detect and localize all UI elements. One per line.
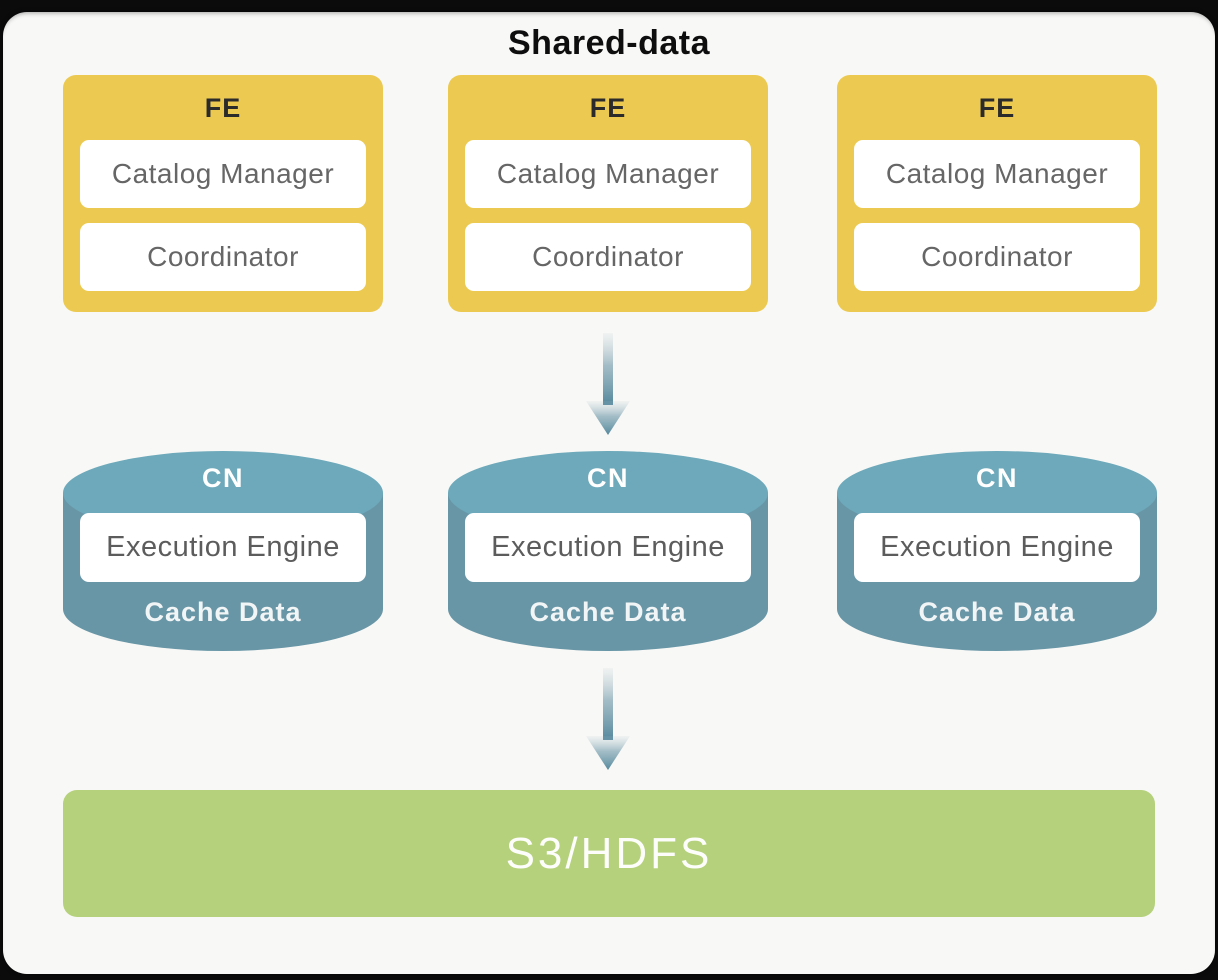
fe-node-label: FE [204, 93, 242, 123]
fe-node: FE Catalog Manager Coordinator [63, 75, 383, 312]
execution-engine-box: Execution Engine [465, 513, 751, 582]
cn-node: CN Execution Engine Cache Data [448, 451, 768, 651]
down-arrow-icon [584, 668, 632, 772]
catalog-manager-box: Catalog Manager [854, 140, 1140, 208]
fe-node: FE Catalog Manager Coordinator [837, 75, 1157, 312]
catalog-manager-box: Catalog Manager [80, 140, 366, 208]
cn-node: CN Execution Engine Cache Data [837, 451, 1157, 651]
fe-node: FE Catalog Manager Coordinator [448, 75, 768, 312]
down-arrow-icon [584, 333, 632, 437]
cn-node: CN Execution Engine Cache Data [63, 451, 383, 651]
cn-node-label: CN [587, 463, 629, 493]
cache-data-label: Cache Data [144, 597, 302, 627]
storage-label: S3/HDFS [505, 828, 713, 878]
fe-node-label: FE [978, 93, 1016, 123]
fe-node-label: FE [589, 93, 627, 123]
diagram-title: Shared-data [508, 24, 710, 62]
execution-engine-box: Execution Engine [854, 513, 1140, 582]
cache-data-label: Cache Data [529, 597, 687, 627]
coordinator-box: Coordinator [854, 223, 1140, 291]
cache-data-label: Cache Data [918, 597, 1076, 627]
execution-engine-box: Execution Engine [80, 513, 366, 582]
catalog-manager-box: Catalog Manager [465, 140, 751, 208]
storage-bar: S3/HDFS [63, 790, 1155, 917]
cn-node-label: CN [202, 463, 244, 493]
coordinator-box: Coordinator [465, 223, 751, 291]
diagram-card: Shared-data FE Catalog Manager Coordinat… [3, 12, 1215, 974]
coordinator-box: Coordinator [80, 223, 366, 291]
cn-node-label: CN [976, 463, 1018, 493]
